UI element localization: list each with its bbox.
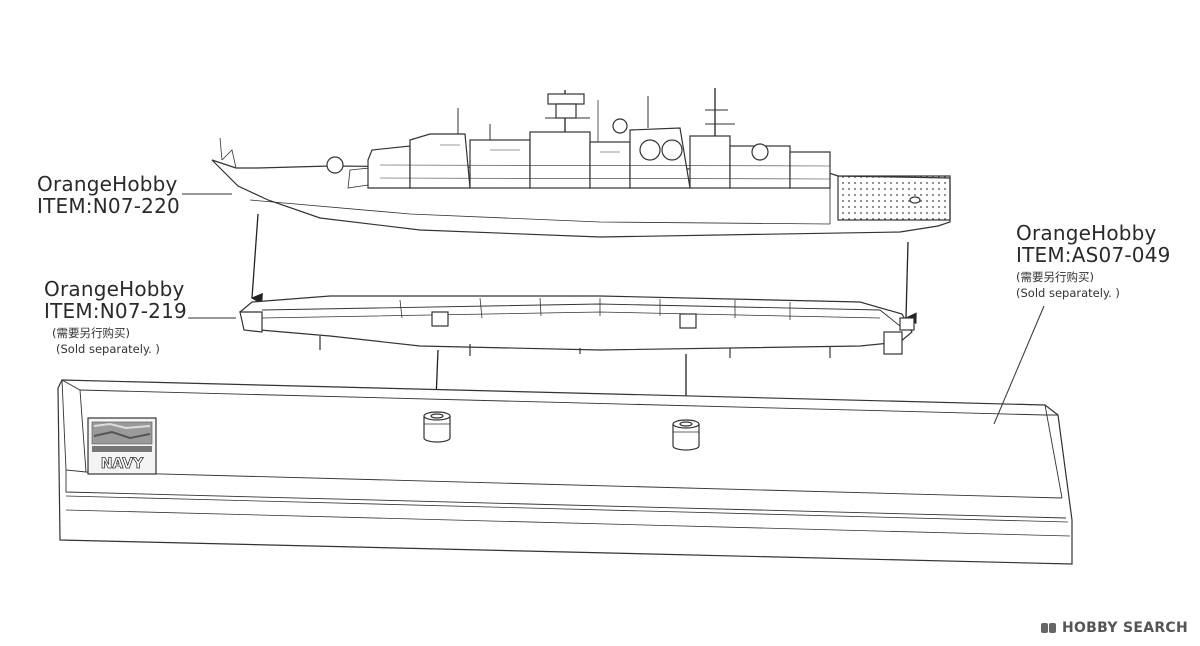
label-display-base: OrangeHobby ITEM:AS07-049 (需要另行购买) (Sold… <box>1016 221 1171 301</box>
ship-model <box>211 88 951 238</box>
label-lower-hull: OrangeHobby ITEM:N07-219 (需要另行购买) (Sold … <box>44 277 187 357</box>
label-hull-kit: OrangeHobby ITEM:N07-220 <box>37 172 180 218</box>
hobby-search-logo-icon <box>1040 623 1056 633</box>
display-base-note-cn: (需要另行购买) <box>1016 270 1094 285</box>
hobby-search-watermark: HOBBY SEARCH <box>1040 620 1188 636</box>
flight-deck <box>837 175 951 221</box>
lower-hull <box>239 295 915 358</box>
display-base-brand: OrangeHobby <box>1016 221 1157 245</box>
leader-line-display-base <box>993 305 1045 425</box>
arrow-bow <box>250 213 263 305</box>
arrow-stern <box>904 241 917 325</box>
watermark-text: HOBBY SEARCH <box>1061 620 1188 636</box>
hull-kit-brand: OrangeHobby <box>37 172 178 196</box>
display-base-item: ITEM:AS07-049 <box>1016 242 1171 267</box>
lower-hull-brand: OrangeHobby <box>44 277 185 301</box>
pedestal-right <box>672 419 700 451</box>
lower-hull-note-en: (Sold separately. ) <box>56 341 160 356</box>
plaque-text: NAVY <box>101 456 144 472</box>
lower-hull-item: ITEM:N07-219 <box>44 298 187 323</box>
display-base <box>57 379 1073 565</box>
pedestal-left <box>423 411 451 443</box>
lower-hull-note-cn: (需要另行购买) <box>52 326 130 341</box>
display-base-note-en: (Sold separately. ) <box>1016 285 1120 300</box>
navy-plaque: NAVY <box>87 417 157 475</box>
hull-kit-item: ITEM:N07-220 <box>37 193 180 218</box>
